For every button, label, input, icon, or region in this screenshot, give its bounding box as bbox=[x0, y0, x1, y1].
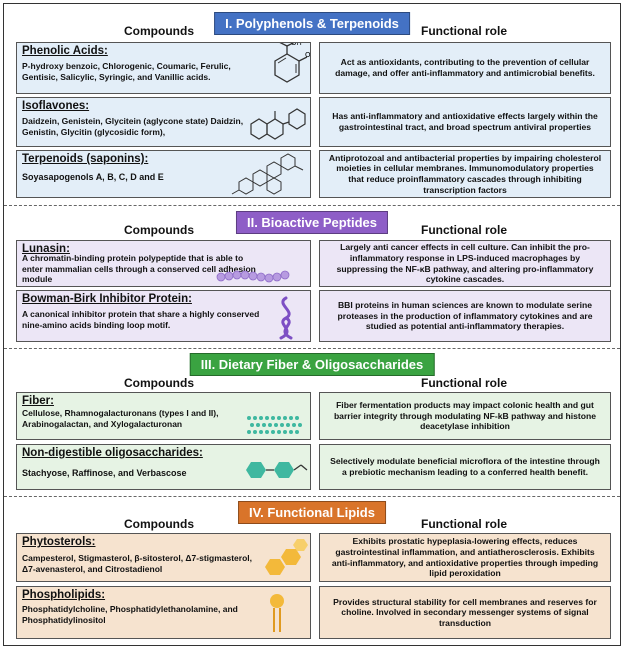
compound-box-lunasin: Lunasin: A chromatin-binding protein pol… bbox=[16, 240, 311, 287]
compound-desc: Campesterol, Stigmasterol, β-sitosterol,… bbox=[22, 553, 252, 574]
compound-name: Phytosterols: bbox=[22, 536, 96, 548]
saponin-structure-icon bbox=[231, 153, 304, 195]
compound-box-phenolic-acids: Phenolic Acids: P-hydroxy benzoic, Chlor… bbox=[16, 42, 311, 94]
compound-desc: A chromatin-binding protein polypeptide … bbox=[22, 253, 256, 284]
compound-name: Phenolic Acids: bbox=[22, 45, 108, 57]
functional-role-heading: Functional role bbox=[420, 376, 507, 390]
functional-role-heading: Functional role bbox=[420, 24, 507, 38]
compound-name: Non-digestible oligosaccharides: bbox=[22, 447, 203, 459]
role-box-phenolic-acids: Act as antioxidants, contributing to the… bbox=[319, 42, 611, 94]
compound-desc: Cellulose, Rhamnogalacturonans (types I … bbox=[22, 408, 219, 429]
compound-desc: Stachyose, Raffinose, and Verbascose bbox=[22, 468, 187, 478]
compound-desc: Phosphatidylcholine, Phosphatidylethanol… bbox=[22, 604, 238, 625]
compounds-heading: Compounds bbox=[124, 223, 194, 237]
compound-desc: Soyasapogenols A, B, C, D and E bbox=[22, 172, 164, 182]
oligosaccharide-chain-icon bbox=[246, 462, 308, 478]
isoflavone-structure-icon bbox=[250, 108, 306, 140]
compound-box-fiber: Fiber: Cellulose, Rhamnogalacturonans (t… bbox=[16, 392, 311, 440]
compound-name: Isoflavones: bbox=[22, 100, 90, 112]
role-box-bowman-birk: BBI proteins in human sciences are known… bbox=[319, 290, 611, 342]
role-box-phytosterols: Exhibits prostatic hypeplasia-lowering e… bbox=[319, 533, 611, 582]
svg-text:OH: OH bbox=[291, 42, 302, 47]
salicylic-acid-structure-icon: OH OH bbox=[274, 42, 311, 83]
section-banner-polyphenols: I. Polyphenols & Terpenoids bbox=[214, 12, 410, 35]
compound-box-isoflavones: Isoflavones: Daidzein, Genistein, Glycit… bbox=[16, 97, 311, 147]
role-box-oligosaccharides: Selectively modulate beneficial microflo… bbox=[319, 444, 611, 490]
compound-box-bowman-birk: Bowman-Birk Inhibitor Protein: A canonic… bbox=[16, 290, 311, 342]
fiber-lattice-icon bbox=[247, 416, 302, 434]
svg-text:OH: OH bbox=[305, 51, 311, 59]
phospholipid-icon bbox=[270, 594, 284, 632]
compound-box-oligosaccharides: Non-digestible oligosaccharides: Stachyo… bbox=[16, 444, 311, 490]
sterol-hexagons-icon bbox=[265, 539, 308, 575]
compound-name: Lunasin: bbox=[22, 243, 70, 255]
section-divider bbox=[4, 496, 620, 497]
diagram-frame: I. Polyphenols & Terpenoids Compounds Fu… bbox=[3, 3, 621, 646]
section-divider bbox=[4, 205, 620, 206]
compound-desc: A canonical inhibitor protein that share… bbox=[22, 309, 260, 330]
role-box-phospholipids: Provides structural stability for cell m… bbox=[319, 586, 611, 639]
compound-desc: Daidzein, Genistein, Glycitein (aglycone… bbox=[22, 116, 244, 137]
role-box-terpenoids: Antiprotozoal and antibacterial properti… bbox=[319, 150, 611, 198]
protein-loop-icon bbox=[279, 296, 293, 340]
functional-role-heading: Functional role bbox=[420, 223, 507, 237]
compounds-heading: Compounds bbox=[124, 517, 194, 531]
section-divider bbox=[4, 348, 620, 349]
compound-name: Phospholipids: bbox=[22, 589, 106, 601]
role-box-isoflavones: Has anti-inflammatory and antioxidative … bbox=[319, 97, 611, 147]
compound-box-terpenoids: Terpenoids (saponins): Soyasapogenols A,… bbox=[16, 150, 311, 198]
compound-name: Terpenoids (saponins): bbox=[22, 153, 149, 165]
peptide-chain-icon bbox=[216, 270, 290, 283]
compound-name: Fiber: bbox=[22, 395, 54, 407]
compound-box-phospholipids: Phospholipids: Phosphatidylcholine, Phos… bbox=[16, 586, 311, 639]
role-box-fiber: Fiber fermentation products may impact c… bbox=[319, 392, 611, 440]
section-banner-fiber: III. Dietary Fiber & Oligosaccharides bbox=[189, 353, 435, 376]
compound-name: Bowman-Birk Inhibitor Protein: bbox=[22, 293, 192, 305]
section-banner-lipids: IV. Functional Lipids bbox=[238, 501, 386, 524]
compound-box-phytosterols: Phytosterols: Campesterol, Stigmasterol,… bbox=[16, 533, 311, 582]
role-box-lunasin: Largely anti cancer effects in cell cult… bbox=[319, 240, 611, 287]
section-banner-peptides: II. Bioactive Peptides bbox=[235, 211, 389, 234]
compounds-heading: Compounds bbox=[124, 24, 194, 38]
compound-desc: P-hydroxy benzoic, Chlorogenic, Coumaric… bbox=[22, 61, 231, 82]
compounds-heading: Compounds bbox=[124, 376, 194, 390]
functional-role-heading: Functional role bbox=[420, 517, 507, 531]
